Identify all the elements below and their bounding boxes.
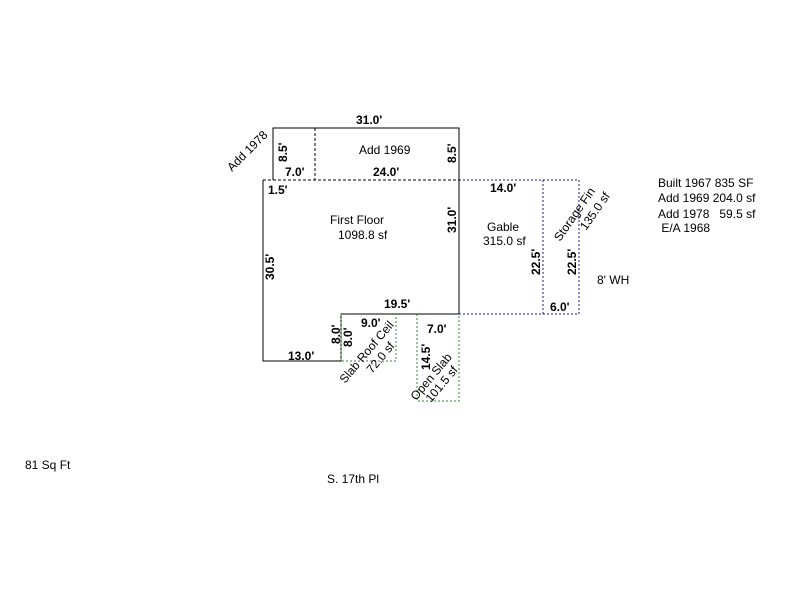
gable-area: 315.0 sf: [483, 234, 526, 248]
dim-first-floor-right: 31.0': [445, 207, 459, 233]
note-ea: E/A 1968: [658, 221, 710, 235]
note-add-1969: Add 1969 204.0 sf: [658, 191, 756, 205]
add-1978-label: Add 1978: [224, 128, 270, 174]
dim-storage-height: 22.5': [565, 249, 579, 275]
first-floor-outline: [262, 180, 460, 362]
dim-add1978-height: 8.5': [276, 142, 290, 162]
dim-notch-height-a: 8.0': [329, 324, 343, 344]
add-1978-outline: [272, 127, 315, 180]
dim-slab-width: 9.0': [361, 316, 381, 330]
dim-left-offset: 1.5': [268, 183, 288, 197]
dim-notch-height-b: 8.0': [341, 327, 355, 347]
dim-add1969-height: 8.5': [445, 143, 459, 163]
dim-storage-width: 6.0': [550, 300, 570, 314]
dim-open-slab-height: 14.5': [419, 344, 433, 370]
dim-add1978-width: 7.0': [285, 165, 305, 179]
dim-top-31: 31.0': [356, 113, 382, 127]
slab-outlines: [340, 314, 460, 402]
dim-bottom-width: 19.5': [384, 297, 410, 311]
dim-bottom-left: 13.0': [288, 349, 314, 363]
note-add-1978: Add 1978 59.5 sf: [658, 207, 756, 221]
gable-label: Gable: [487, 220, 519, 234]
street-label: S. 17th Pl: [327, 472, 379, 486]
add-1969-outline: [315, 127, 460, 180]
first-floor-label: First Floor: [330, 213, 384, 227]
gable-outline: [459, 179, 580, 315]
dim-gable-height: 22.5': [529, 249, 543, 275]
sq-ft-label: 81 Sq Ft: [25, 458, 71, 472]
open-slab-outline: [416, 314, 460, 402]
dim-left-height: 30.5': [263, 254, 277, 280]
add-1969-label: Add 1969: [359, 143, 411, 157]
note-built: Built 1967 835 SF: [658, 176, 753, 190]
dim-add1969-width: 24.0': [373, 165, 399, 179]
wall-height-label: 8' WH: [597, 273, 629, 287]
dim-gable-width: 14.0': [490, 181, 516, 195]
dim-open-slab-width: 7.0': [427, 322, 447, 336]
gable-storage-outline: [459, 179, 580, 315]
first-floor-area: 1098.8 sf: [338, 228, 388, 242]
main-building-outline: [262, 127, 460, 362]
slab-roof-ceil-outline: [340, 314, 397, 362]
